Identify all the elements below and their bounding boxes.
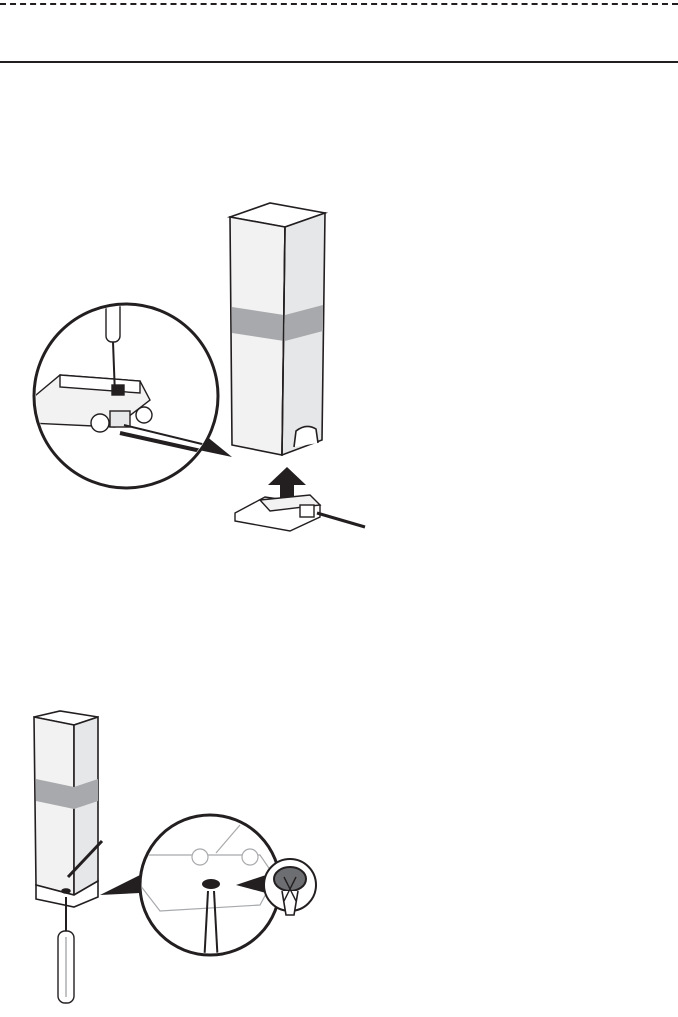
magnifier-callout xyxy=(30,300,218,488)
header-dashed-rule xyxy=(0,3,678,5)
speaker-icon xyxy=(230,203,325,455)
bracket-screw-illustration xyxy=(20,705,330,1010)
section-rule xyxy=(0,61,678,63)
bracket-removal-illustration xyxy=(20,195,380,540)
callout-pointer xyxy=(100,875,140,895)
speaker-icon xyxy=(34,711,102,907)
screwdriver-icon xyxy=(58,897,74,1003)
bracket-icon xyxy=(235,495,365,531)
